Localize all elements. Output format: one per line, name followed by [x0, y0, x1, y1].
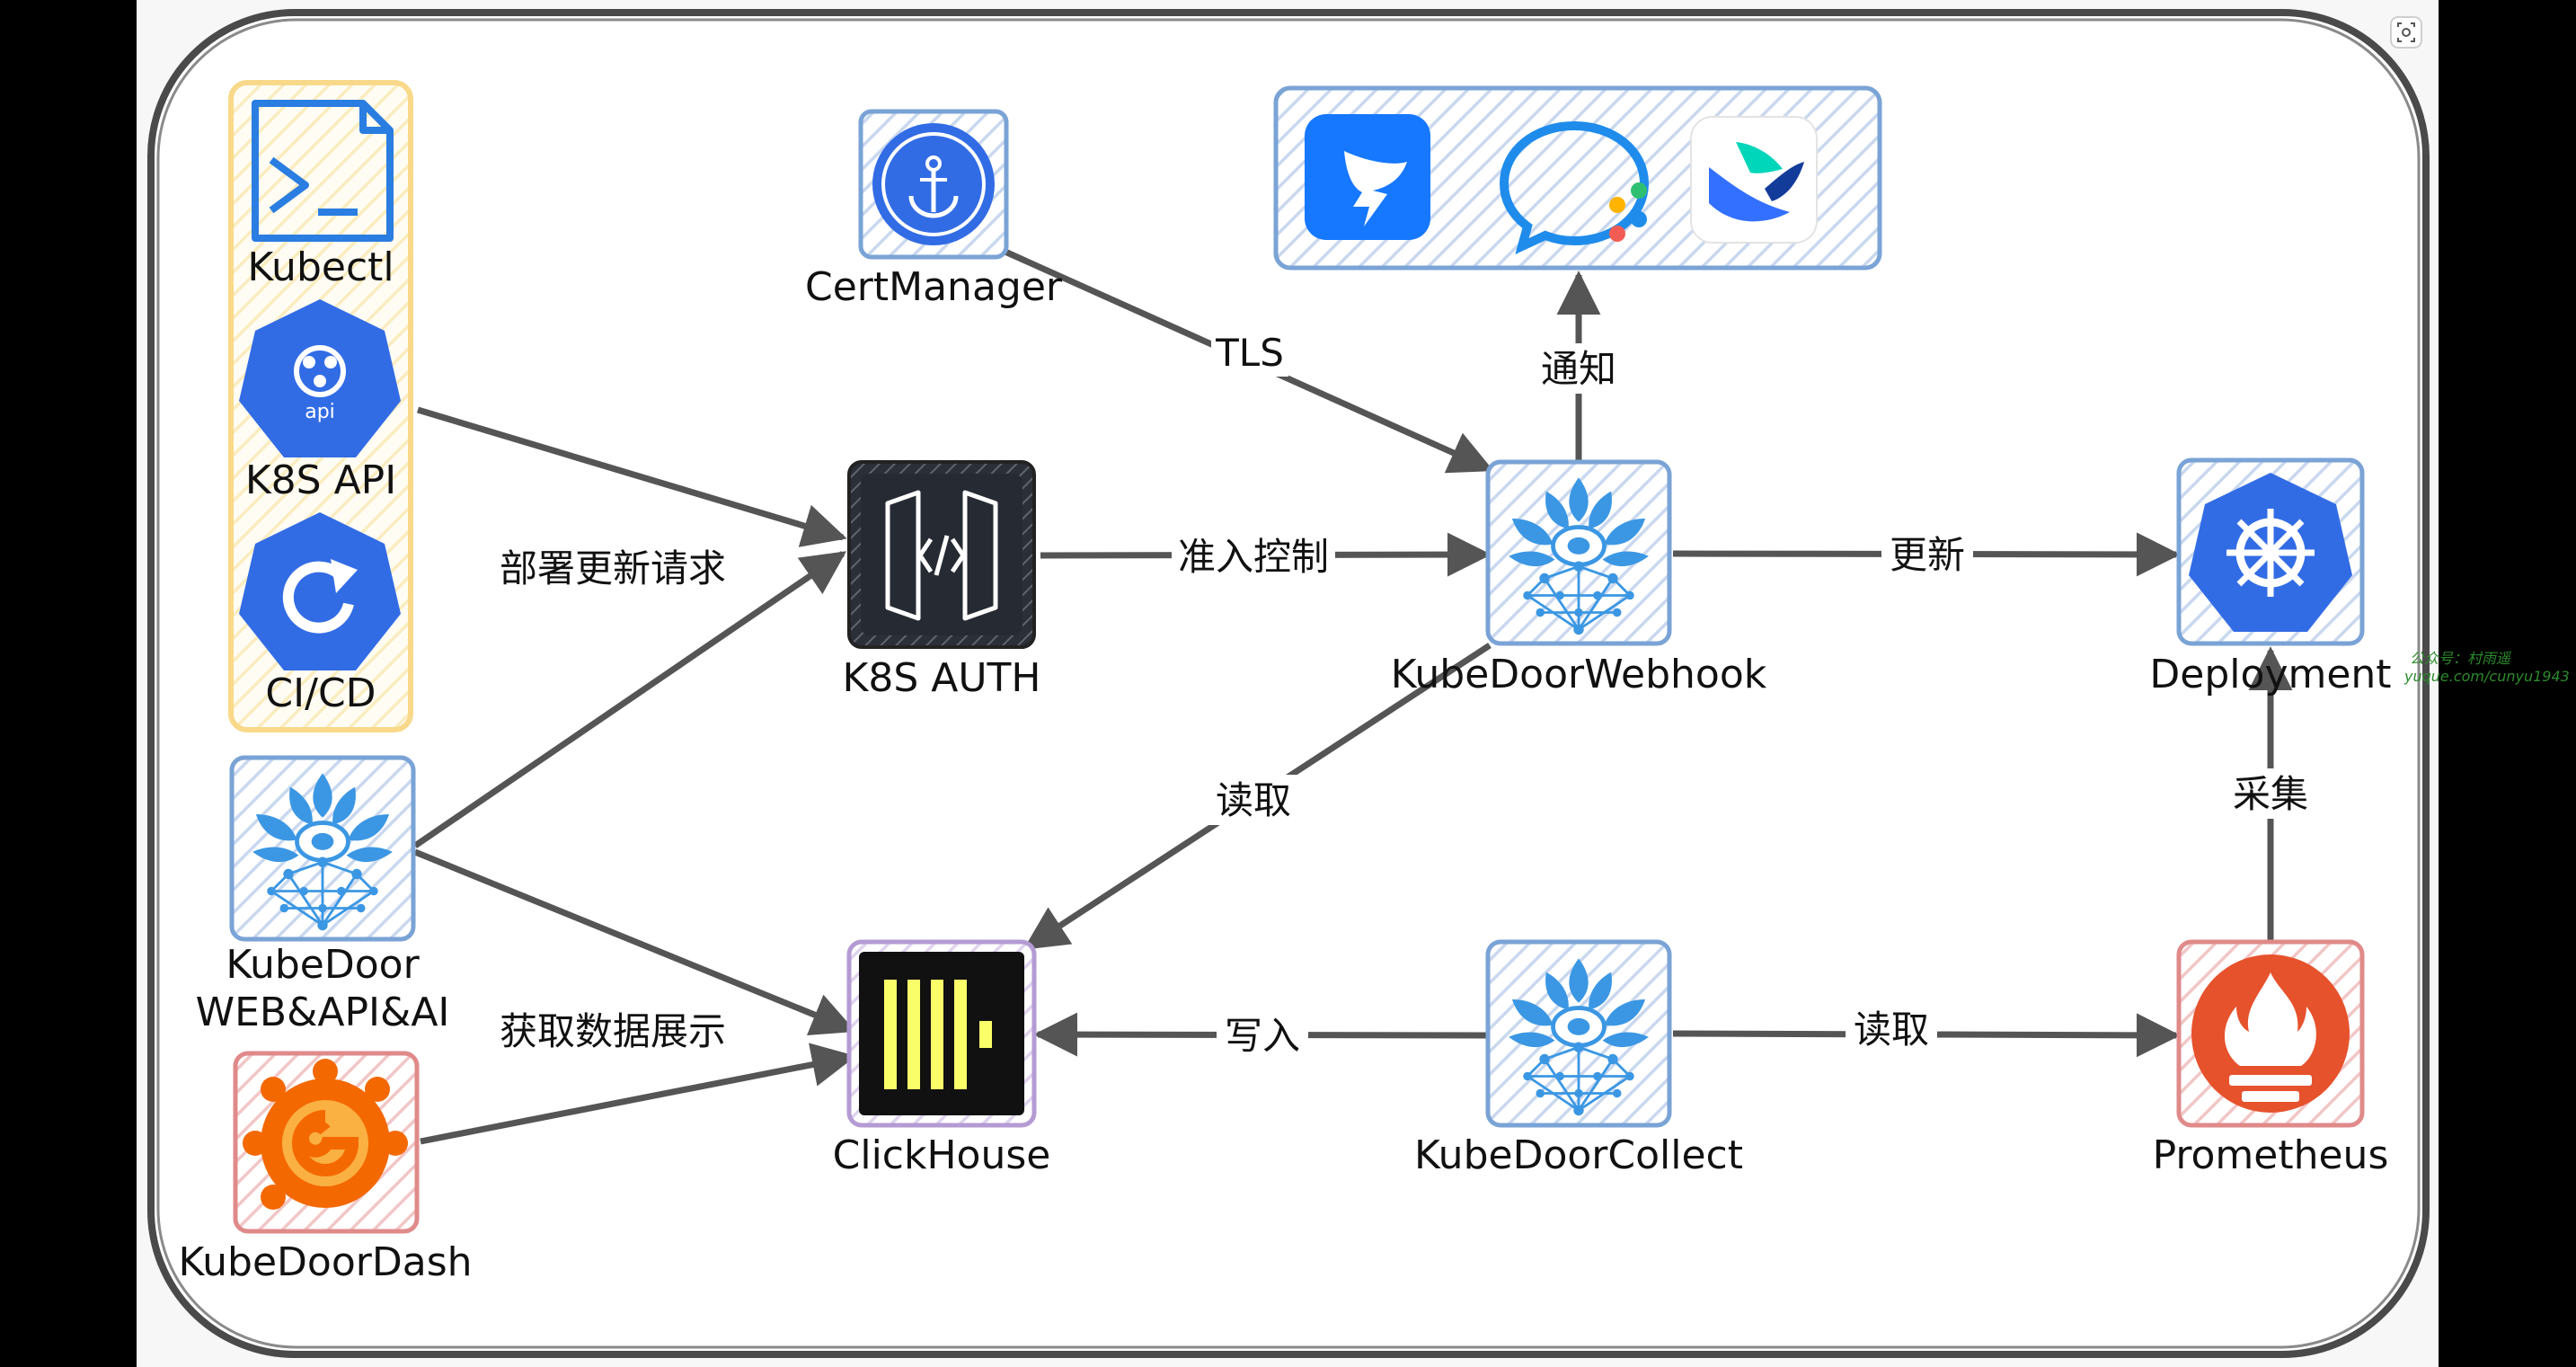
kubedoorwebhook-label: KubeDoorWebhook [1391, 652, 1767, 697]
kubedoor-web-label-line1: KubeDoor [226, 942, 420, 988]
edge-label-admission-control: 准入控制 [1178, 535, 1329, 579]
kubedoorcollect-label: KubeDoorCollect [1414, 1132, 1743, 1178]
edge-web-to-clickhouse [413, 848, 856, 1036]
clickhouse-icon [884, 980, 992, 1089]
api-badge: api [305, 401, 335, 423]
edge-label-read-1: 读取 [1216, 778, 1291, 822]
edge-label-update: 更新 [1890, 533, 1965, 577]
node-kubedoorwebhook[interactable]: KubeDoorWebhook [1391, 459, 1767, 697]
grafana-icon [243, 1059, 408, 1210]
watermark-line2: yuque.com/cunyu1943 [2403, 668, 2570, 685]
edge-labels: TLS 准入控制 通知 更新 读取 采集 写入 读取 部署更新请求 获取数据展示 [500, 330, 2316, 1061]
wecom-icon[interactable] [1499, 120, 1650, 255]
node-certmanager[interactable]: CertManager [805, 109, 1063, 310]
edge-dash-to-clickhouse [420, 1043, 856, 1145]
prometheus-icon [2191, 954, 2350, 1113]
cicd-label: CI/CD [265, 670, 376, 716]
node-cicd[interactable]: CI/CD [239, 512, 401, 716]
feishu-icon[interactable] [1690, 116, 1818, 244]
kubedoordash-label: KubeDoorDash [178, 1239, 472, 1285]
watermark-line1: 公众号：村雨遥 [2410, 650, 2512, 667]
edge-label-notify: 通知 [1541, 347, 1616, 391]
node-prometheus[interactable]: Prometheus [2153, 939, 2389, 1178]
screenshot-icon[interactable] [2390, 16, 2422, 49]
edge-k8sapi-to-auth [416, 406, 847, 547]
kubernetes-api-icon: api [239, 299, 401, 457]
k8s-auth-label: K8S AUTH [842, 655, 1040, 701]
edge-label-deploy-update-request: 部署更新请求 [500, 546, 726, 590]
edge-label-write: 写入 [1225, 1014, 1300, 1058]
node-k8s-auth[interactable]: K8S AUTH [842, 460, 1041, 701]
kubernetes-deployment-icon [2189, 473, 2352, 632]
kubectl-label: Kubectl [247, 244, 394, 290]
edge-label-tls: TLS [1215, 331, 1284, 375]
edge-web-to-auth [413, 551, 847, 848]
clickhouse-label: ClickHouse [833, 1132, 1051, 1178]
edge-label-fetch-display: 获取数据展示 [500, 1009, 726, 1053]
node-clickhouse[interactable]: ClickHouse [833, 939, 1051, 1178]
node-kubedoordash[interactable]: KubeDoorDash [178, 1051, 473, 1285]
kubedoor-web-label-line2: WEB&API&AI [196, 990, 450, 1035]
node-kubectl[interactable]: Kubectl [247, 100, 394, 290]
watermark: 公众号：村雨遥 yuque.com/cunyu1943 [2403, 650, 2570, 685]
edge-label-read-2: 读取 [1854, 1007, 1929, 1052]
node-kubedoor-web[interactable]: KubeDoor WEB&API&AI [196, 755, 450, 1035]
terminal-icon [252, 100, 394, 242]
k8s-api-label: K8S API [245, 457, 396, 503]
node-kubedoorcollect[interactable]: KubeDoorCollect [1414, 939, 1743, 1178]
dingtalk-icon[interactable] [1305, 114, 1430, 240]
certmanager-icon [872, 123, 995, 245]
node-k8s-api[interactable]: api K8S API [239, 299, 401, 503]
certmanager-label: CertManager [805, 264, 1063, 310]
prometheus-label: Prometheus [2153, 1132, 2389, 1178]
edges [413, 245, 2293, 1145]
node-deployment[interactable]: Deployment [2149, 457, 2392, 697]
api-gateway-icon [885, 490, 998, 621]
deployment-label: Deployment [2149, 652, 2391, 697]
cicd-icon [239, 512, 401, 670]
notification-group [1273, 85, 1882, 271]
edge-label-collect-metrics: 采集 [2233, 772, 2308, 816]
